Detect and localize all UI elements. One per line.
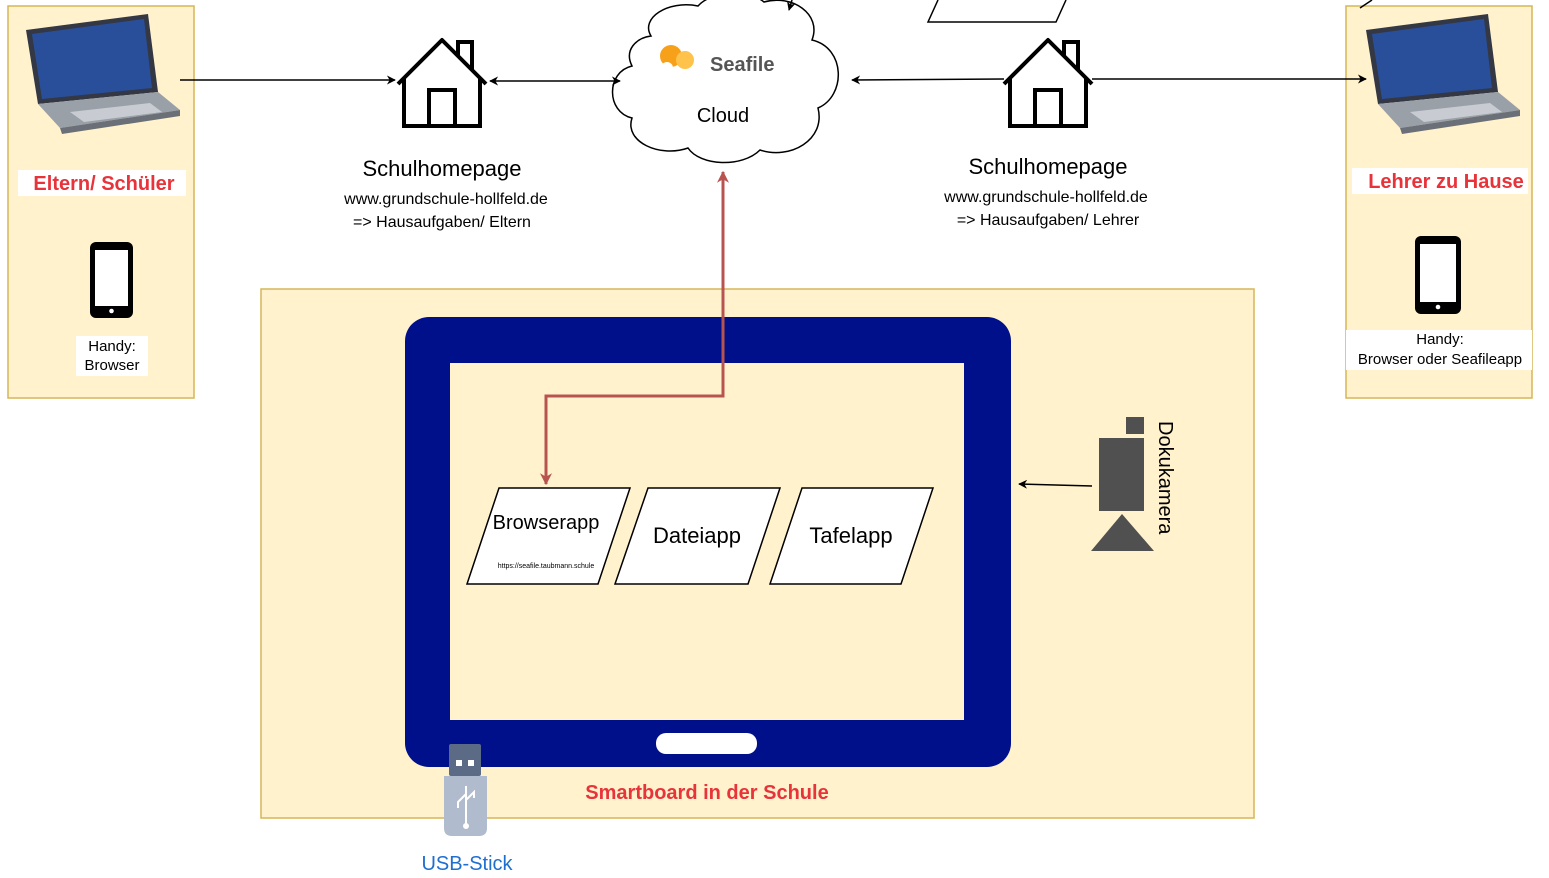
usb-stick-icon <box>444 744 487 836</box>
home-icon-right <box>1002 38 1094 128</box>
cloud-brand: Seafile <box>710 54 774 76</box>
top-parallelogram <box>926 0 1067 23</box>
homepage-left-path: => Hausaufgaben/ Eltern <box>353 214 531 231</box>
connector-stub <box>1359 0 1373 9</box>
app-file-label: Dateiapp <box>653 523 741 548</box>
camera-label: Dokukamera <box>1154 421 1176 535</box>
laptop-icon <box>26 14 180 134</box>
right-panel: Lehrer zu Hause Handy: Browser oder Seaf… <box>1345 0 1533 399</box>
left-handy-line2: Browser <box>84 357 139 374</box>
phone-icon <box>1415 236 1461 314</box>
left-panel-title: Eltern/ Schüler <box>33 173 174 195</box>
right-panel-title: Lehrer zu Hause <box>1368 171 1524 193</box>
top-arrow <box>787 0 796 11</box>
arrow-homepage-to-cloud-right <box>851 75 1005 85</box>
homepage-right-url: www.grundschule-hollfeld.de <box>943 189 1148 206</box>
document-camera-icon <box>1091 417 1154 551</box>
home-button <box>656 733 757 754</box>
app-file: Dateiapp <box>613 487 782 585</box>
smartboard-title: Smartboard in der Schule <box>585 782 828 804</box>
app-board: Tafelapp <box>768 487 935 585</box>
usb-label: USB-Stick <box>421 853 513 875</box>
left-panel: Eltern/ Schüler Handy: Browser <box>7 5 195 399</box>
app-board-label: Tafelapp <box>809 523 892 548</box>
left-handy-line1: Handy: <box>88 338 136 355</box>
phone-icon <box>90 242 133 318</box>
home-icon-left <box>396 38 488 128</box>
laptop-icon <box>1366 14 1520 134</box>
cloud-label: Cloud <box>697 105 749 127</box>
seafile-logo-icon <box>660 45 694 74</box>
homepage-left-url: www.grundschule-hollfeld.de <box>343 191 548 208</box>
right-handy-line1: Handy: <box>1416 331 1464 348</box>
homepage-right-path: => Hausaufgaben/ Lehrer <box>957 212 1140 229</box>
arrow-camera-to-board <box>1018 479 1093 489</box>
homepage-right-title: Schulhomepage <box>968 154 1127 179</box>
app-browser-label: Browserapp <box>493 512 600 534</box>
right-handy-line2: Browser oder Seafileapp <box>1358 351 1522 368</box>
app-browser: Browserapp https://seafile.taubmann.schu… <box>465 487 632 585</box>
red-sync-connector <box>540 170 729 486</box>
cloud-shape: Seafile Cloud <box>611 0 840 164</box>
app-browser-url: https://seafile.taubmann.schule <box>498 563 595 570</box>
homepage-left-title: Schulhomepage <box>362 156 521 181</box>
